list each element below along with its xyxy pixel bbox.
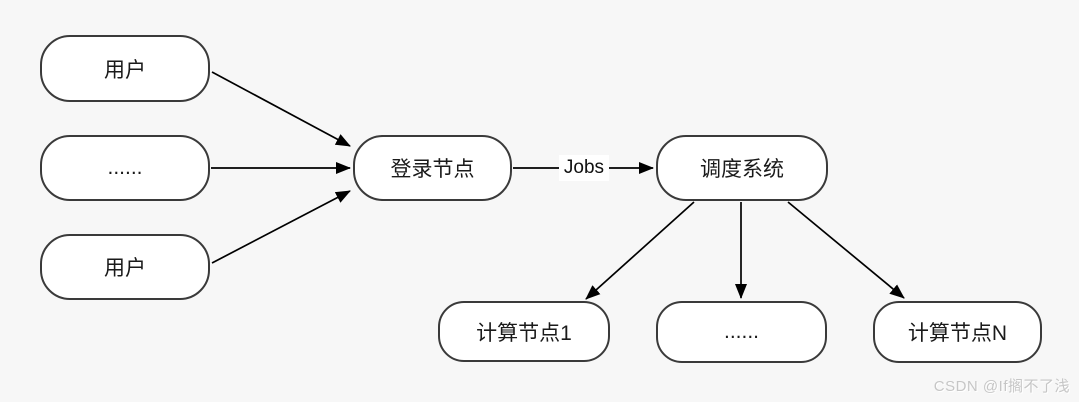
node-compute-ellipsis-label: ...... [723,320,759,343]
arrow-user-bottom-to-login [211,190,351,264]
node-user-ellipsis: ...... [40,135,210,201]
node-compute-1: 计算节点1 [438,301,610,362]
node-compute-n: 计算节点N [873,301,1042,363]
node-login-label: 登录节点 [390,158,475,181]
csdn-watermark: CSDN @If搁不了浅 [933,378,1070,395]
node-user-bottom: 用户 [40,234,210,300]
arrow-scheduler-to-compute-n [787,201,905,299]
node-compute-1-label: 计算节点1 [476,321,572,345]
node-login: 登录节点 [353,135,512,201]
arrow-user-top-to-login [211,71,351,147]
edge-label-jobs: Jobs [559,155,609,181]
node-user-ellipsis-label: ...... [107,156,143,179]
node-user-bottom-label: 用户 [104,257,146,280]
node-scheduler: 调度系统 [656,135,828,201]
node-user-top-label: 用户 [104,58,146,82]
node-scheduler-label: 调度系统 [700,158,784,181]
node-compute-ellipsis: ...... [656,301,827,363]
node-compute-n-label: 计算节点N [907,322,1008,345]
node-user-top: 用户 [40,35,210,102]
arrow-scheduler-to-compute-1 [585,201,695,300]
